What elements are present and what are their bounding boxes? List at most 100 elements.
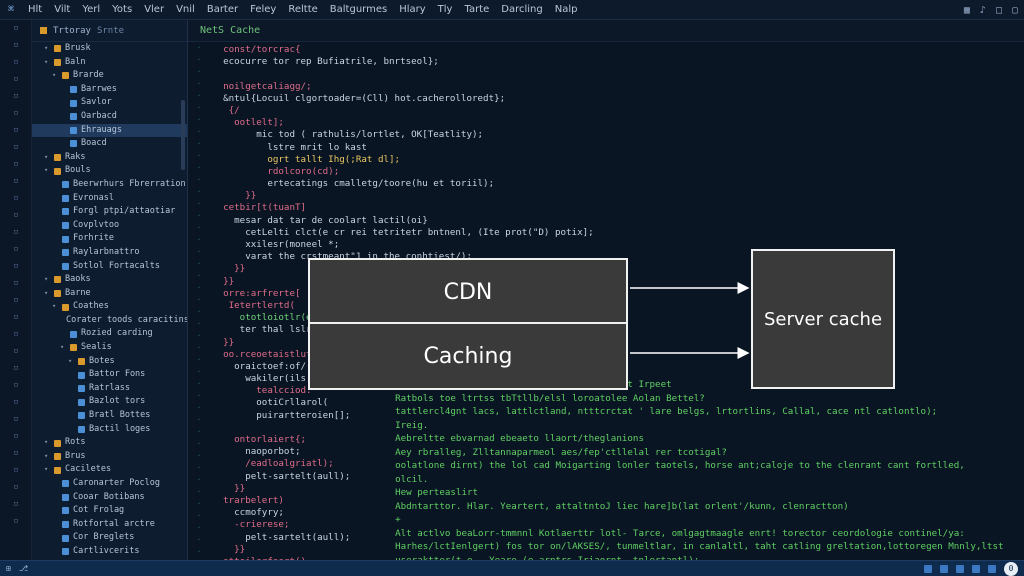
tree-item[interactable]: Caronarter Poclog bbox=[32, 477, 187, 491]
tree-item[interactable]: ▾Sealis bbox=[32, 341, 187, 355]
code-line: ecocurre tor rep Bufiatrile, bnrtseol}; bbox=[212, 56, 439, 68]
tree-item-label: Bazlot tors bbox=[89, 396, 146, 407]
explorer-secondary[interactable]: Srnte bbox=[96, 25, 125, 36]
folder-icon bbox=[54, 466, 61, 474]
tree-item[interactable]: Covplvtoo bbox=[32, 219, 187, 233]
gutter-marker: · bbox=[196, 476, 202, 484]
activity-marker-icon: ▫ bbox=[13, 261, 19, 271]
notification-badge[interactable]: 0 bbox=[1004, 562, 1018, 576]
explorer-title[interactable]: Trtoray bbox=[53, 25, 91, 36]
tree-item[interactable]: ▾Raks bbox=[32, 151, 187, 165]
tree-item-label: Baln bbox=[65, 56, 86, 67]
tree-item-label: Brarde bbox=[73, 70, 104, 81]
tree-item[interactable]: Ehrauags bbox=[32, 123, 187, 138]
tree-item[interactable]: ▾Brusk bbox=[32, 42, 187, 56]
square-icon[interactable]: □ bbox=[995, 4, 1002, 16]
code-area[interactable]: const/torcrac{ ecocurre tor rep Bufiatri… bbox=[212, 44, 1012, 560]
tab-nets-cache[interactable]: NetS Cache bbox=[188, 20, 1024, 42]
tree-item[interactable]: Cor Breglets bbox=[32, 531, 187, 545]
gutter-marker: · bbox=[196, 236, 202, 244]
menu-item[interactable]: Vnil bbox=[176, 3, 195, 15]
tree-item[interactable]: ▾Baln bbox=[32, 56, 187, 70]
window-icon[interactable]: ▢ bbox=[1011, 4, 1018, 16]
tree-item[interactable]: Evronasl bbox=[32, 192, 187, 206]
tree-item[interactable]: Savlor bbox=[32, 96, 187, 110]
extension-icon[interactable] bbox=[924, 565, 932, 573]
tree-item[interactable]: Cooar Botibans bbox=[32, 491, 187, 505]
cdn-box: CDN bbox=[308, 258, 628, 326]
tree-item[interactable]: Cartlivcerits bbox=[32, 545, 187, 559]
file-icon bbox=[62, 493, 69, 501]
tree-item[interactable]: Battor Fons bbox=[32, 368, 187, 382]
menu-item[interactable]: Tarte bbox=[464, 3, 490, 15]
menu-item[interactable]: Vler bbox=[144, 3, 165, 15]
menu-item[interactable]: Hlary bbox=[399, 3, 426, 15]
tree-item-label: Cartlivcerits bbox=[73, 545, 140, 556]
tree-item-label: Brusk bbox=[65, 43, 91, 53]
grid-icon[interactable]: ▦ bbox=[963, 4, 970, 16]
bell-icon[interactable]: ♪ bbox=[979, 4, 986, 16]
tree-item[interactable]: Rotfortal arctre bbox=[32, 518, 187, 532]
tree-item[interactable]: ▾Brus bbox=[32, 450, 187, 464]
tree-item[interactable]: Cot Frolag bbox=[32, 504, 187, 518]
chevron-down-icon: ▾ bbox=[68, 356, 73, 365]
remote-icon[interactable]: ⊞ bbox=[6, 564, 11, 573]
tree-item-label: Covplvtoo bbox=[73, 219, 120, 230]
tree-item[interactable]: Forgl ptpi/attaotiar bbox=[32, 205, 187, 219]
chevron-down-icon: ▾ bbox=[52, 71, 57, 80]
tree-item[interactable]: ▾Bouls bbox=[32, 164, 187, 178]
server-cache-box: Server cache bbox=[751, 249, 895, 389]
tree-item[interactable]: Corater toods caracitins bbox=[32, 314, 187, 328]
tree-item[interactable]: Beerwrhurs Fbrerration bbox=[32, 178, 187, 192]
tree-item[interactable]: ▾Baoks bbox=[32, 273, 187, 287]
tree-item[interactable]: Oarbacd bbox=[32, 110, 187, 124]
tree-item[interactable]: Sotlol Fortacalts bbox=[32, 260, 187, 274]
code-line: /eadloalgriatl); bbox=[212, 458, 334, 470]
extension-icon-4[interactable] bbox=[972, 565, 980, 573]
menu-item[interactable]: Feley bbox=[250, 3, 277, 15]
menu-item[interactable]: Barter bbox=[206, 3, 239, 15]
menu-item[interactable]: Reltte bbox=[288, 3, 318, 15]
tree-item[interactable]: Barrwes bbox=[32, 83, 187, 97]
tree-item[interactable]: Bactil loges bbox=[32, 423, 187, 437]
menu-item[interactable]: Vilt bbox=[54, 3, 71, 15]
tree-item[interactable]: Ratrlass bbox=[32, 382, 187, 396]
tree-item-label: Rotfortal arctre bbox=[73, 518, 155, 529]
extension-icon-2[interactable] bbox=[940, 565, 948, 573]
gutter-marker: · bbox=[196, 440, 202, 448]
activity-marker-icon: ▫ bbox=[13, 414, 19, 424]
tree-item[interactable]: ▾Coathes bbox=[32, 300, 187, 314]
tree-item[interactable]: Oostactss bbox=[32, 559, 187, 561]
tree-item[interactable]: Bazlot tors bbox=[32, 395, 187, 409]
menu-item[interactable]: Hlt bbox=[28, 3, 43, 15]
tree-item[interactable]: ▾Caciletes bbox=[32, 463, 187, 477]
tree-item[interactable]: Bratl Bottes bbox=[32, 409, 187, 423]
tree-item[interactable]: Forhrite bbox=[32, 232, 187, 246]
menu-item[interactable]: Darcling bbox=[501, 3, 543, 15]
extension-icon-5[interactable] bbox=[988, 565, 996, 573]
tree-item[interactable]: Boacd bbox=[32, 137, 187, 151]
tree-item[interactable]: ▾ Brarde bbox=[32, 69, 187, 83]
file-icon bbox=[78, 425, 85, 433]
menu-item[interactable]: Tly bbox=[437, 3, 453, 15]
branch-icon[interactable]: ⎇ bbox=[18, 564, 29, 573]
tree-item[interactable]: Raylarbnattro bbox=[32, 246, 187, 260]
menu-item[interactable]: Baltgurmes bbox=[329, 3, 388, 15]
sidebar-scrollbar[interactable] bbox=[181, 100, 185, 170]
menu-item[interactable]: Nalp bbox=[554, 3, 578, 15]
menu-item[interactable]: Yerl bbox=[82, 3, 101, 15]
menu-item[interactable]: Yots bbox=[112, 3, 133, 15]
code-line: }} bbox=[212, 275, 235, 287]
folder-icon bbox=[40, 27, 47, 34]
tree-item[interactable]: ▾Rots bbox=[32, 436, 187, 450]
activity-marker-icon: ▫ bbox=[13, 108, 19, 118]
tree-item[interactable]: ▾Barne bbox=[32, 287, 187, 301]
tree-item[interactable]: ▾Botes bbox=[32, 355, 187, 369]
output-line: olcil. bbox=[384, 473, 429, 485]
vscode-icon[interactable]: ⌘ bbox=[7, 4, 15, 15]
gutter-marker: · bbox=[196, 44, 202, 52]
tree-item[interactable]: Rozied carding bbox=[32, 327, 187, 341]
folder-icon bbox=[62, 303, 69, 311]
extension-icon-3[interactable] bbox=[956, 565, 964, 573]
